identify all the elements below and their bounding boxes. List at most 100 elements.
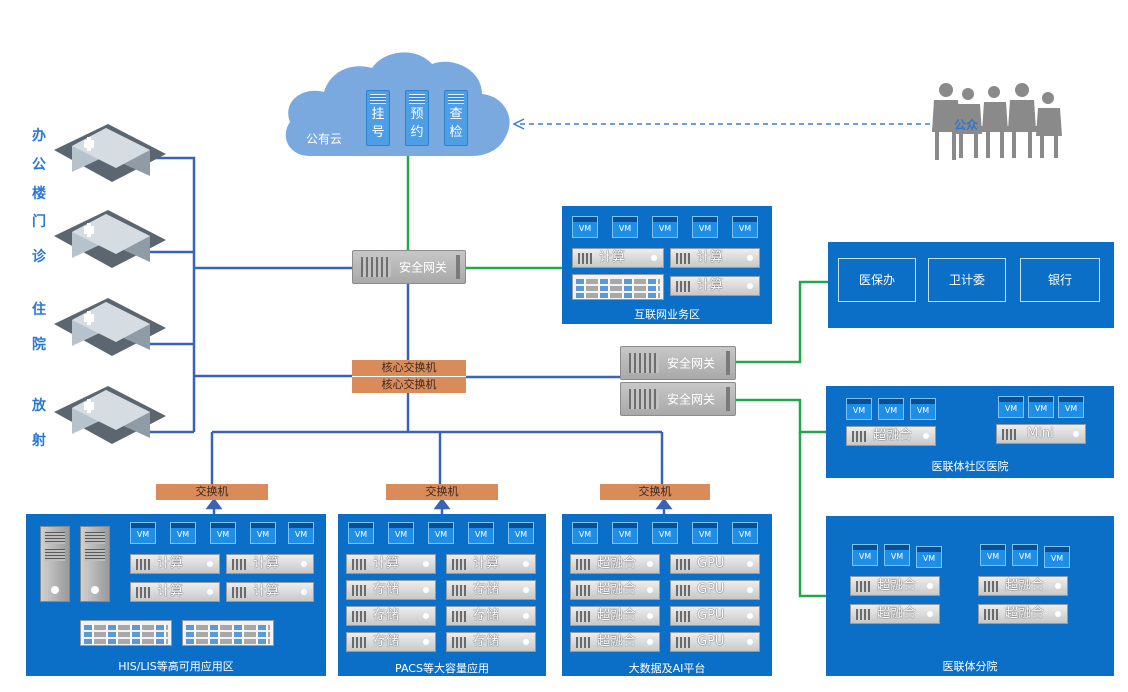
vm-icon: VM — [692, 522, 718, 544]
vm-icon: VM — [1012, 544, 1038, 566]
server-mini: Mini — [996, 424, 1086, 444]
vm-icon: VM — [1044, 546, 1070, 568]
server-compute: 计算 — [670, 276, 760, 296]
vm-icon: VM — [612, 522, 638, 544]
vm-icon: VM — [910, 398, 936, 420]
vm-icon: VM — [428, 522, 454, 544]
server-gpu: GPU — [670, 606, 760, 626]
gateway-pair-to-orgs — [736, 280, 828, 364]
access-switch-bigdata: 交换机 — [600, 484, 710, 500]
arrow-1 — [205, 497, 223, 510]
hospital-building-icon: Hospital — [54, 386, 166, 450]
server-gpu: GPU — [670, 554, 760, 574]
zone-title: PACS等大容量应用 — [395, 662, 489, 675]
arrow-2 — [433, 497, 451, 510]
server-storage: 存储 — [346, 606, 436, 626]
gateway-pair-to-community — [736, 398, 828, 434]
vm-icon: VM — [170, 522, 196, 544]
vm-icon: VM — [852, 544, 878, 566]
server-compute: 计算 — [446, 554, 536, 574]
vm-icon: VM — [998, 396, 1024, 418]
building-bus — [150, 156, 196, 434]
security-gateway-pair-1: 安全网关 — [620, 346, 736, 380]
hospital-building-icon: Hospital — [54, 124, 166, 188]
zone-title: HIS/LIS等高可用应用区 — [118, 660, 234, 673]
server-rack-icon — [572, 274, 664, 300]
server-compute: 计算 — [130, 582, 220, 602]
vm-icon: VM — [388, 522, 414, 544]
server-hyperconverged: 超融合 — [570, 580, 660, 600]
svg-text:Hospital: Hospital — [124, 356, 146, 362]
vm-icon: VM — [130, 522, 156, 544]
zone-his-lis: VM VM VM VM VM 计算 计算 计算 计算 HIS/LIS等高可用应用… — [26, 514, 326, 676]
public-cloud-label: 公有云 — [306, 132, 343, 146]
security-gateway-pair-2: 安全网关 — [620, 382, 736, 416]
server-grill-icon — [370, 94, 386, 104]
zone-title: 大数据及AI平台 — [628, 662, 706, 675]
zone-community-hospital: VM VM VM 超融合 VM VM VM Mini 医联体社区医院 — [826, 386, 1114, 478]
vm-icon: VM — [916, 546, 942, 568]
arrow-3 — [655, 497, 673, 510]
server-hyperconverged: 超融合 — [850, 604, 940, 624]
server-storage: 存储 — [346, 580, 436, 600]
svg-text:Hospital: Hospital — [124, 182, 146, 188]
server-storage: 存储 — [446, 632, 536, 652]
building-label-radiology: 放 射 — [32, 398, 46, 449]
server-compute: 计算 — [346, 554, 436, 574]
vm-icon: VM — [1058, 396, 1084, 418]
cloud-service-appointment: 预 约 — [405, 90, 429, 146]
building-label-office: 办 公 楼 — [32, 128, 46, 202]
server-storage: 存储 — [446, 580, 536, 600]
vm-icon: VM — [732, 522, 758, 544]
access-switch-pacs: 交换机 — [386, 484, 498, 500]
server-hyperconverged: 超融合 — [846, 426, 936, 446]
vm-icon: VM — [652, 216, 678, 238]
device-grill-icon — [629, 353, 659, 373]
zone-title: 医联体分院 — [942, 660, 998, 673]
server-storage: 存储 — [346, 632, 436, 652]
zone-internet-business: VM VM VM VM VM 计算 计算 计算 互联网业务区 — [562, 206, 772, 324]
server-hyperconverged: 超融合 — [978, 604, 1068, 624]
vm-icon: VM — [980, 544, 1006, 566]
server-rack-icon — [80, 620, 172, 646]
server-hyperconverged: 超融合 — [978, 576, 1068, 596]
zone-title: 医联体社区医院 — [931, 460, 1009, 473]
cloud-service-registration: 挂 号 — [366, 90, 390, 146]
svg-text:Hospital: Hospital — [124, 444, 146, 450]
server-compute: 计算 — [572, 248, 664, 268]
core-switch-1: 核心交换机 — [352, 360, 466, 376]
cloud-service-checkup: 查 检 — [444, 90, 468, 146]
vm-icon: VM — [572, 216, 598, 238]
server-compute: 计算 — [226, 554, 314, 574]
org-health-commission: 卫计委 — [928, 258, 1006, 302]
server-gpu: GPU — [670, 580, 760, 600]
vm-icon: VM — [652, 522, 678, 544]
org-medical-insurance: 医保办 — [838, 258, 916, 302]
building-label-outpatient: 门 诊 — [32, 214, 46, 265]
public-people-icon — [932, 83, 1062, 160]
vm-icon: VM — [1028, 396, 1054, 418]
server-grill-icon — [409, 94, 425, 104]
core-switch-2: 核心交换机 — [352, 377, 466, 393]
server-gpu: GPU — [670, 632, 760, 652]
vm-icon: VM — [468, 522, 494, 544]
org-bank: 银行 — [1020, 258, 1100, 302]
vm-icon: VM — [846, 398, 872, 420]
vm-icon: VM — [348, 522, 374, 544]
server-grill-icon — [448, 94, 464, 104]
tower-server-icon — [40, 526, 70, 602]
server-compute: 计算 — [130, 554, 220, 574]
zone-external-orgs: 医保办 卫计委 银行 — [828, 242, 1114, 328]
zone-pacs: VM VM VM VM VM 计算 计算 存储 存储 存储 存储 存储 存储 P… — [338, 514, 546, 676]
public-to-cloud-arrowhead — [512, 118, 525, 130]
vm-icon: VM — [210, 522, 236, 544]
server-hyperconverged: 超融合 — [570, 554, 660, 574]
security-gateway-main: 安全网关 — [352, 250, 466, 284]
vm-icon: VM — [692, 216, 718, 238]
gateway-pair-to-branch — [798, 432, 828, 598]
vm-icon: VM — [508, 522, 534, 544]
zone-branch-hospital: VM VM VM 超融合 超融合 VM VM VM 超融合 超融合 医联体分院 — [826, 516, 1114, 676]
server-hyperconverged: 超融合 — [570, 606, 660, 626]
